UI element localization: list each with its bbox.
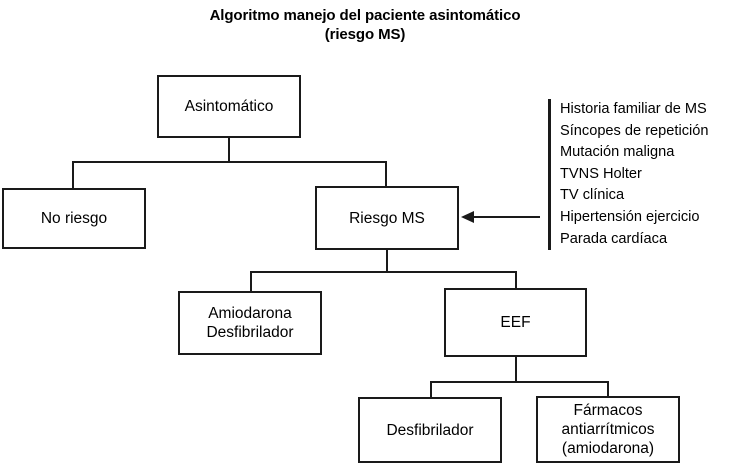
- node-asintomatico-label: Asintomático: [184, 98, 274, 115]
- risk-factor-item: TV clínica: [560, 187, 625, 204]
- node-amiodarona-desfibrilador[interactable]: Amiodarona Desfibrilador: [178, 291, 322, 355]
- node-farmacos-line-3: (amiodarona): [561, 440, 655, 457]
- risk-factor-item: Síncopes de repetición: [560, 122, 709, 139]
- connector-level3-bar: [430, 381, 609, 383]
- connector-to-eef: [515, 271, 517, 289]
- connector-riesgo-ms-stem: [386, 250, 388, 272]
- page-title: Algoritmo manejo del paciente asintomáti…: [0, 6, 730, 44]
- node-eef-label: EEF: [500, 314, 531, 331]
- node-asintomatico[interactable]: Asintomático: [157, 75, 301, 138]
- node-no-riesgo-label: No riesgo: [40, 210, 108, 227]
- risk-factor-item: Parada cardíaca: [560, 230, 668, 247]
- node-desfibrilador[interactable]: Desfibrilador: [358, 397, 502, 463]
- node-riesgo-ms-label: Riesgo MS: [349, 209, 425, 227]
- node-riesgo-ms[interactable]: Riesgo MS: [315, 186, 459, 250]
- node-amiodarona-line-1: Amiodarona: [208, 305, 292, 322]
- connector-root-bar: [72, 161, 387, 163]
- connector-eef-stem: [515, 357, 517, 382]
- title-line-2: (riesgo MS): [324, 26, 406, 43]
- node-amiodarona-line-2: Desfibrilador: [206, 324, 294, 341]
- risk-factor-item: Historia familiar de MS: [560, 101, 707, 117]
- connector-level2-bar: [250, 271, 517, 273]
- node-farmacos-line-2: antiarrítmicos: [561, 421, 655, 438]
- title-line-1: Algoritmo manejo del paciente asintomáti…: [209, 7, 521, 24]
- connector-to-amiodarona: [250, 271, 252, 292]
- node-farmacos-line-1: Fármacos: [573, 402, 643, 419]
- annotation-arrow-shaft: [474, 216, 540, 218]
- risk-factor-list: Historia familiar de MS Síncopes de repe…: [548, 99, 709, 251]
- connector-to-farmacos: [607, 381, 609, 397]
- node-eef[interactable]: EEF: [444, 288, 587, 357]
- annotation-arrow-head-icon: [461, 211, 474, 223]
- risk-factor-item: Hipertensión ejercicio: [560, 208, 700, 225]
- node-farmacos-label: Fármacos antiarrítmicos (amiodarona): [538, 401, 678, 458]
- node-desfibrilador-label: Desfibrilador: [386, 421, 474, 439]
- node-amiodarona-desfibrilador-label: Amiodarona Desfibrilador: [180, 304, 320, 342]
- node-farmacos-antiarritmicos[interactable]: Fármacos antiarrítmicos (amiodarona): [536, 396, 680, 463]
- risk-factor-item: Mutación maligna: [560, 144, 675, 161]
- connector-root-stem: [228, 138, 230, 162]
- connector-to-riesgo-ms: [385, 161, 387, 187]
- node-no-riesgo[interactable]: No riesgo: [2, 188, 146, 249]
- connector-to-desfibrilador: [430, 381, 432, 398]
- connector-to-no-riesgo: [72, 161, 74, 189]
- risk-factor-item: TVNS Holter: [560, 165, 642, 182]
